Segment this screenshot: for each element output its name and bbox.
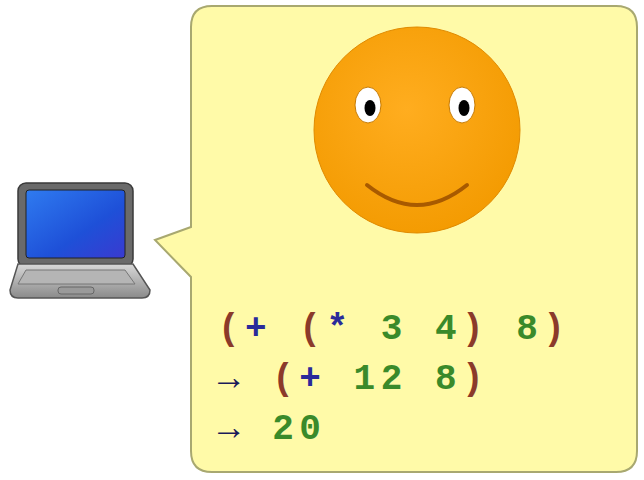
code-line: → 20 [218, 410, 326, 450]
code-line: → (+ 12 8) [218, 360, 489, 400]
code-line: (+ (* 3 4) 8) [218, 310, 570, 350]
smiley-face [314, 27, 520, 233]
speech-bubble: (+ (* 3 4) 8) → (+ 12 8) → 20 [190, 5, 638, 473]
speech-bubble [190, 5, 638, 473]
